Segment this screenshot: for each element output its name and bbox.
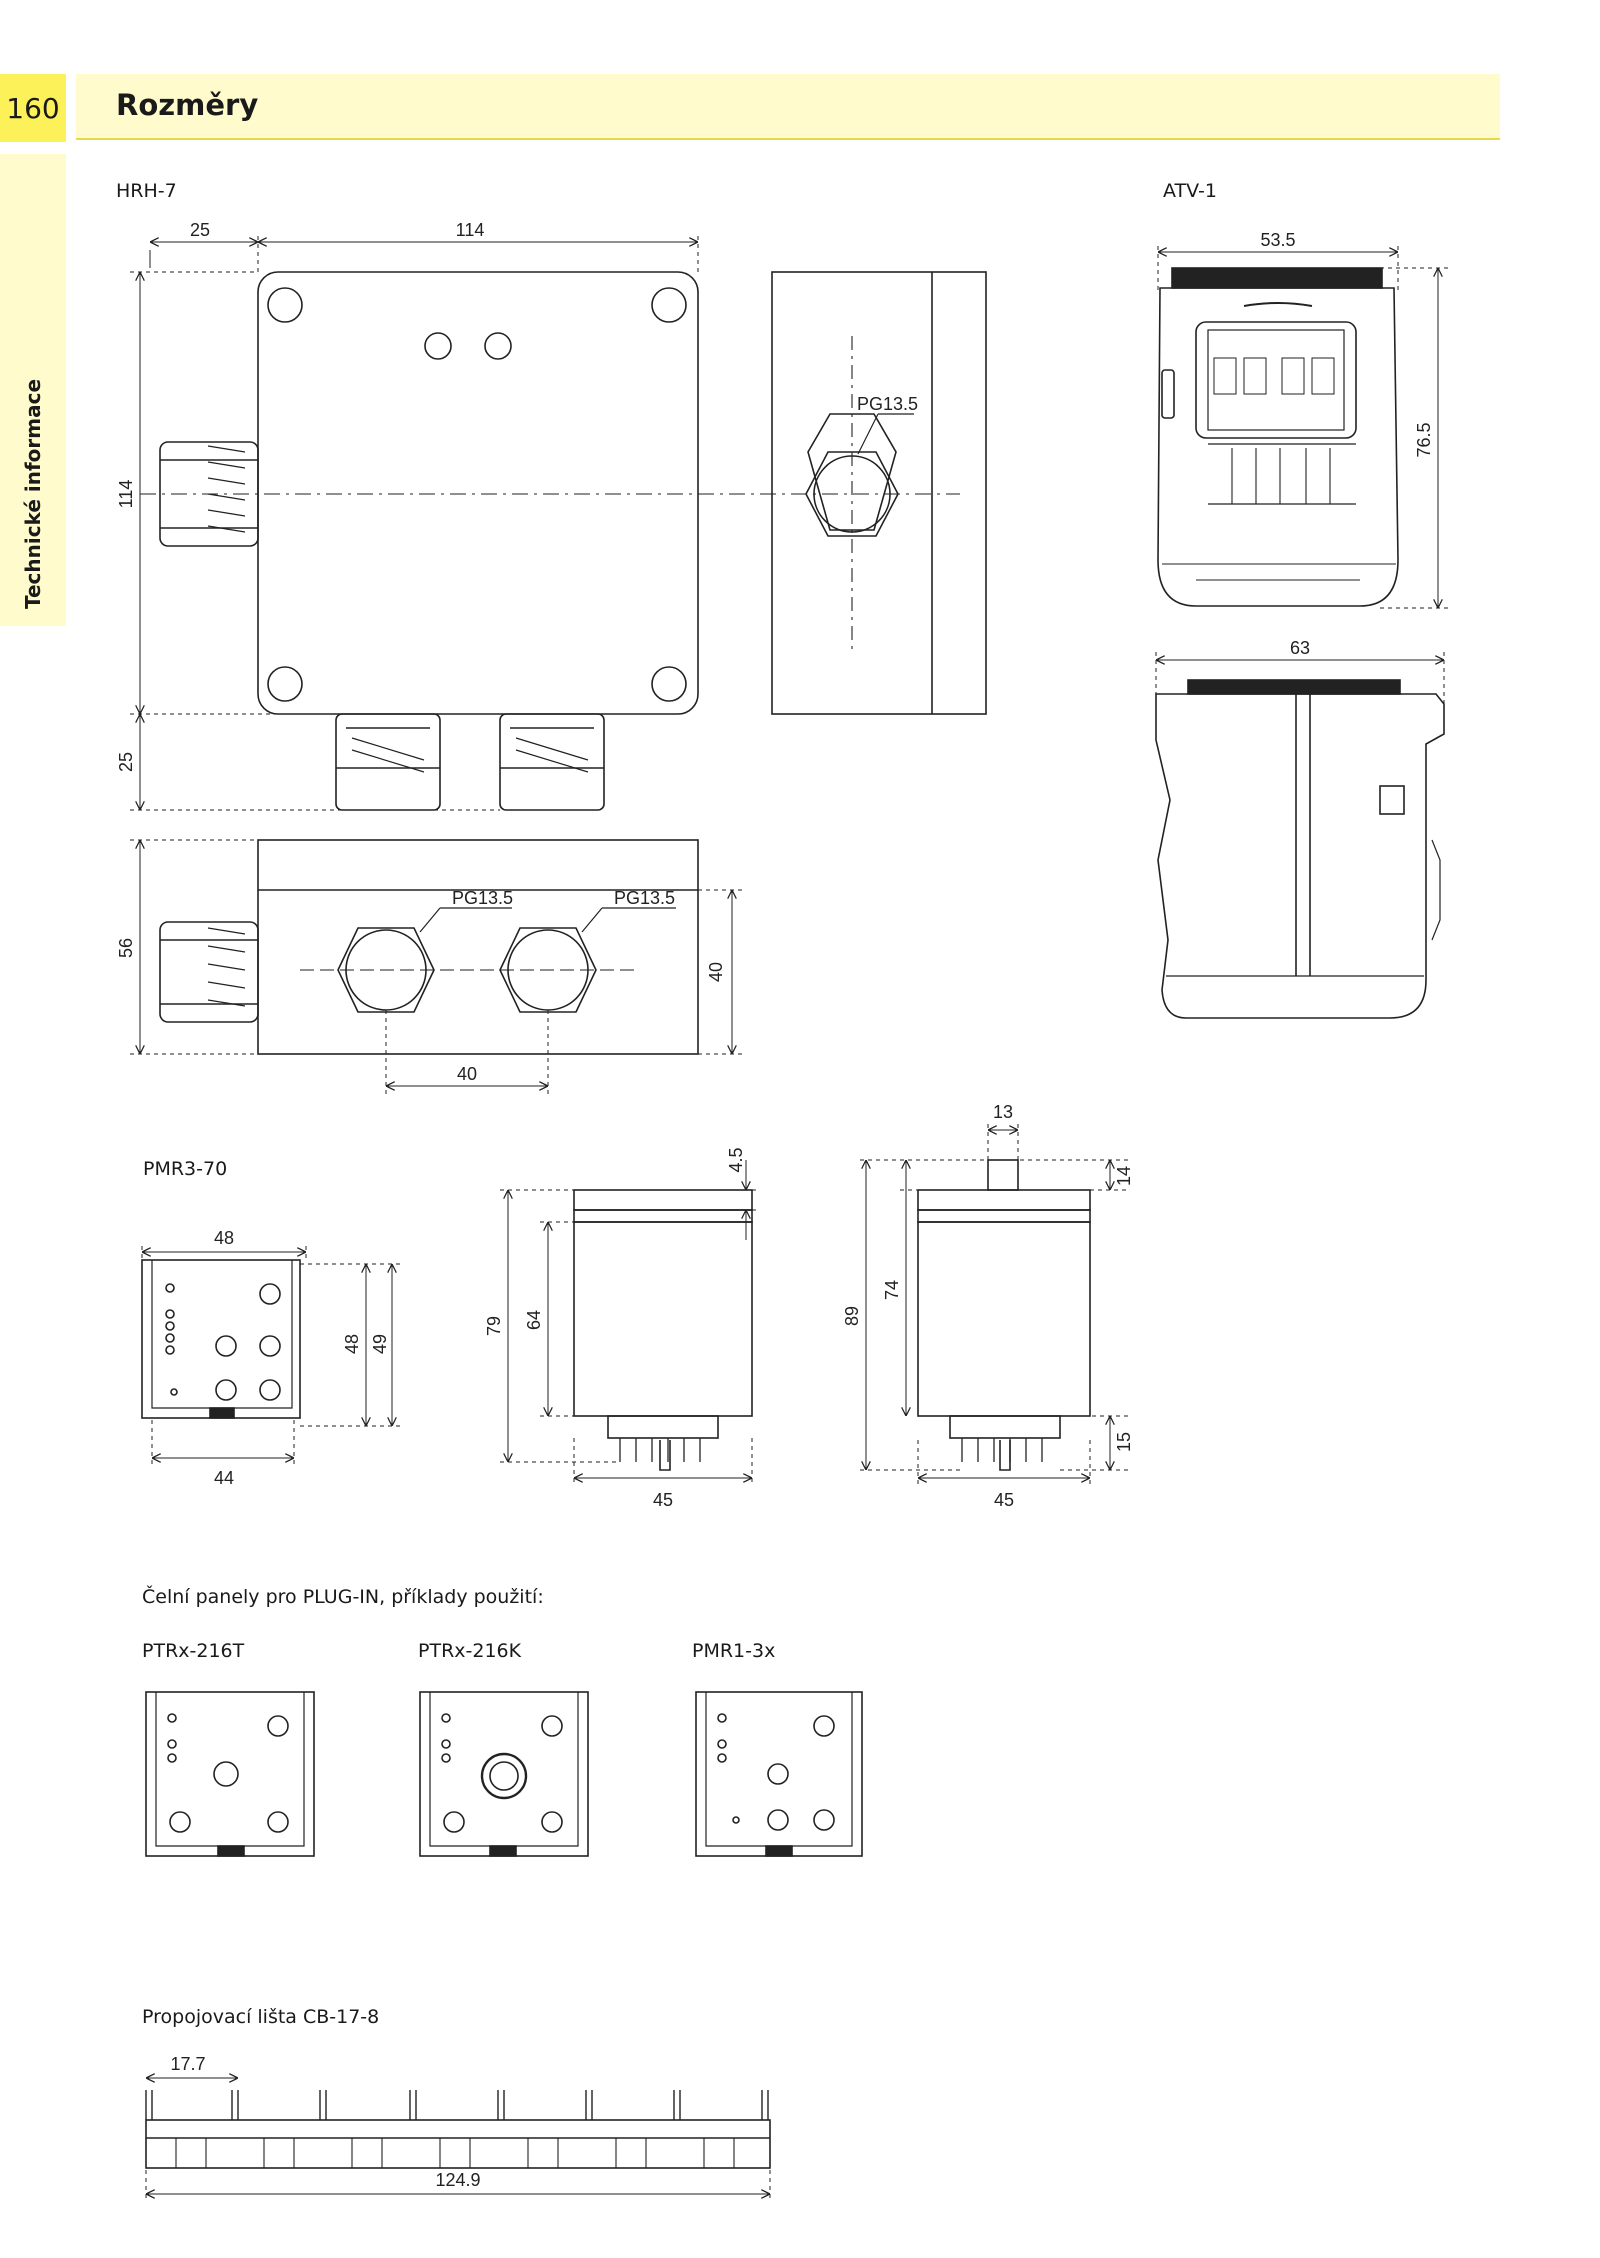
atv1-dim-76-5: 76.5 xyxy=(1414,422,1434,457)
hrh7-enclosure xyxy=(257,271,699,715)
pmr370-dim-64: 64 xyxy=(524,1310,544,1330)
pmr370-dim-45-a: 45 xyxy=(653,1490,673,1510)
hrh7-dim-25-left: 25 xyxy=(116,752,136,772)
cb178-dim-17-7: 17.7 xyxy=(170,2054,205,2074)
pmr370-dim-48-top: 48 xyxy=(214,1228,234,1248)
pmr370-dim-labels: 48 48 49 44 4.5 79 64 45 13 14 89 74 15 … xyxy=(214,1102,1134,1510)
pmr370-dim-79: 79 xyxy=(484,1316,504,1336)
header-bar: Rozměry xyxy=(76,74,1500,140)
hrh7-dim-25-top: 25 xyxy=(190,220,210,240)
hrh7-pg-left: PG13.5 xyxy=(452,888,513,908)
atv1-dim-labels: 53.5 76.5 63 xyxy=(1260,230,1434,658)
hrh7-dimensions xyxy=(130,236,742,1096)
cb178-dim-124-9: 124.9 xyxy=(435,2170,480,2190)
atv1-dimensions xyxy=(1155,246,1448,704)
pmr370-dim-45-b: 45 xyxy=(994,1490,1014,1510)
cb178-drawing xyxy=(145,2090,771,2169)
pmr370-dim-89: 89 xyxy=(842,1306,862,1326)
atv1-dim-53-5: 53.5 xyxy=(1260,230,1295,250)
atv1-side-body xyxy=(1155,693,1445,1019)
hrh7-dim-56: 56 xyxy=(116,938,136,958)
hrh7-drawing xyxy=(140,271,987,1055)
page-number: 160 xyxy=(0,74,66,142)
cb178-dimensions xyxy=(145,2078,771,2200)
ptrx216t-label: PTRx-216T xyxy=(142,1640,245,1662)
front-panels-drawing xyxy=(145,1691,863,1857)
pmr370-drawing xyxy=(141,1159,1091,1471)
pmr370-dimensions xyxy=(141,1124,1130,1486)
cb178-caption: Propojovací lišta CB-17-8 xyxy=(142,2006,380,2028)
pmr370-dim-74: 74 xyxy=(882,1280,902,1300)
atv1-front-body xyxy=(1157,287,1399,607)
page-title: Rozměry xyxy=(116,88,259,122)
pmr370-dim-15: 15 xyxy=(1114,1432,1134,1452)
side-tab: Technické informace xyxy=(0,154,66,626)
hrh7-dim-114-left: 114 xyxy=(116,480,136,509)
hrh7-dim-labels: 25 114 114 25 56 40 40 PG13.5 PG13.5 PG1… xyxy=(116,220,918,1084)
hrh7-pg-side: PG13.5 xyxy=(857,394,918,414)
hrh7-label: HRH-7 xyxy=(116,180,177,202)
pmr370-dim-49: 49 xyxy=(370,1334,390,1354)
atv1-drawing xyxy=(1155,267,1445,1019)
pmr13x-panel xyxy=(695,1691,863,1857)
atv1-label: ATV-1 xyxy=(1163,180,1217,202)
pmr370-label: PMR3-70 xyxy=(143,1158,228,1180)
ptrx216k-label: PTRx-216K xyxy=(418,1640,522,1662)
pmr370-dim-48-side: 48 xyxy=(342,1334,362,1354)
hrh7-dim-114-top: 114 xyxy=(456,220,485,240)
cb178-dim-labels: 17.7 124.9 xyxy=(170,2054,480,2190)
hrh7-dim-40-right: 40 xyxy=(706,962,726,982)
pmr370-dim-4-5: 4.5 xyxy=(726,1147,746,1172)
front-panels-caption: Čelní panely pro PLUG-IN, příklady použi… xyxy=(142,1586,544,1608)
hrh7-dim-40-bottom: 40 xyxy=(457,1064,477,1084)
cb178-bar xyxy=(145,2119,771,2169)
pmr370-dim-14: 14 xyxy=(1114,1166,1134,1186)
ptrx216k-panel xyxy=(419,1691,589,1857)
ptrx216t-panel xyxy=(145,1691,315,1857)
hrh7-pg-right: PG13.5 xyxy=(614,888,675,908)
pmr13x-label: PMR1-3x xyxy=(692,1640,776,1662)
atv1-dim-63: 63 xyxy=(1290,638,1310,658)
pmr370-dim-13: 13 xyxy=(993,1102,1013,1122)
pmr370-dim-44: 44 xyxy=(214,1468,234,1488)
